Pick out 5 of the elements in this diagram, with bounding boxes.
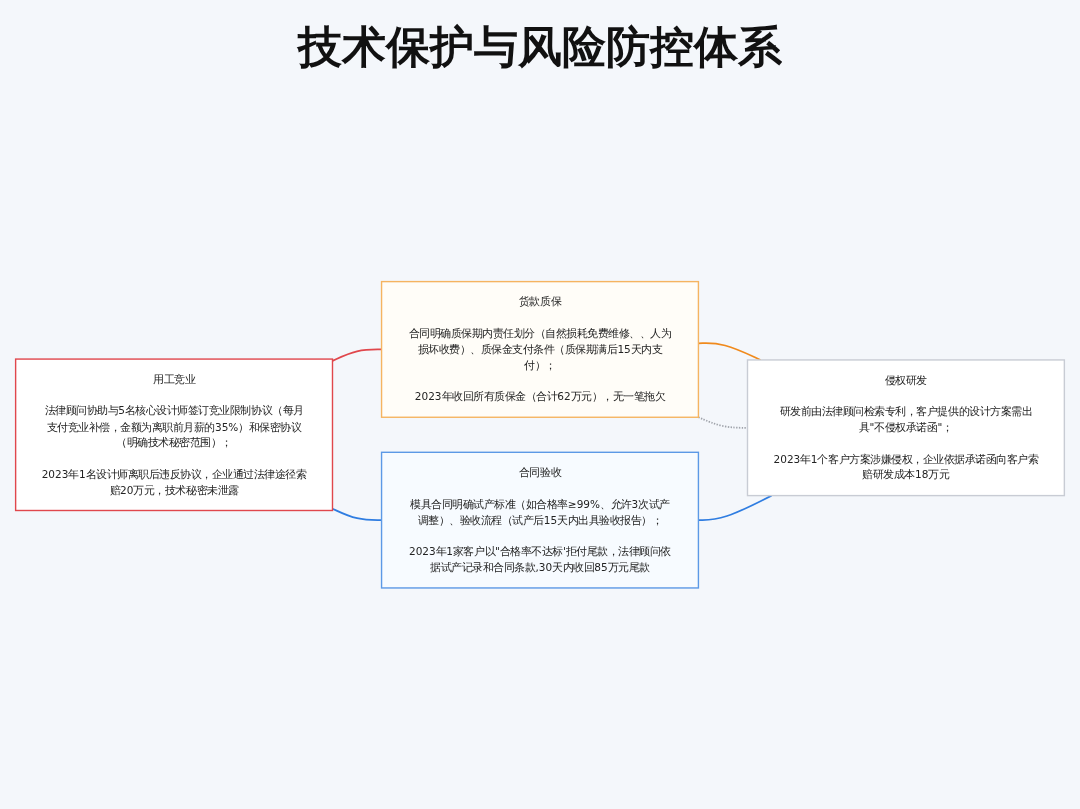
node-box: 合同验收 模具合同明确试产标准（如合格率≥99%、允许3次试产调整）、验收流程（试产后15天内出具验收报告）； 2023年1家客户以"合格率不达标'拒付尾款，法律顾问依据试产记录和合同条款,30天内收回85万元尾款: [380, 451, 700, 589]
node-box: 用工竞业 法律顾问协助与5名核心设计师签订竞业限制协议（每月支付竞业补偿，金额为离职前月薪的35%）和保密协议（明确技术秘密范围）； 2023年1名设计师离职后违反协议，企业通过法律途径索赔20万元，技术秘密未泄露: [14, 358, 334, 512]
diagram-title: 技术保护与风险防控体系: [296, 20, 783, 74]
node-box: 货款质保 合同明确质保期内责任划分（自然损耗免费维修、、人为损坏收费）、质保金支付条件（质保期满后15天内支付）； 2023年收回所有质保金（合计62万元），无一笔拖欠: [380, 281, 700, 419]
node-box: 侵权研发 研发前由法律顾问检索专利，客户提供的设计方案需出具"不侵权承诺函"； 2023年1个客户方案涉嫌侵权，企业依据承诺函向客户索赔研发成本18万元: [746, 359, 1066, 497]
